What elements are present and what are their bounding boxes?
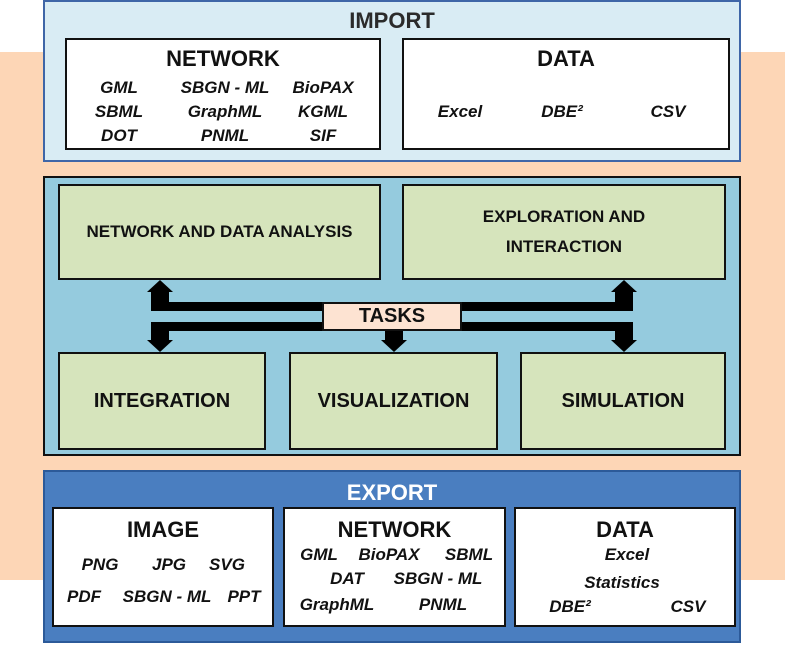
export-network-box: NETWORK GML BioPAX SBML DAT SBGN - ML Gr… xyxy=(283,507,506,627)
import-network-title: NETWORK xyxy=(166,46,280,71)
import-network-format: BioPAX xyxy=(292,78,354,97)
export-network-format: DAT xyxy=(330,569,364,588)
import-data-box: DATA Excel DBE² CSV xyxy=(402,38,730,150)
task-network-data-analysis: NETWORK AND DATA ANALYSIS xyxy=(58,184,381,280)
import-network-format: KGML xyxy=(297,102,349,121)
import-data-format: CSV xyxy=(650,102,686,121)
export-data-format: CSV xyxy=(670,597,706,616)
export-image-format: SBGN - ML xyxy=(122,587,212,606)
import-network-format: PNML xyxy=(200,126,250,145)
tasks-label: TASKS xyxy=(322,302,462,331)
export-panel: EXPORT IMAGE PNG JPG SVG PDF SBGN - ML P… xyxy=(43,470,741,643)
import-network-format: SIF xyxy=(309,126,337,145)
task-integration: INTEGRATION xyxy=(58,352,266,450)
task-simulation: SIMULATION xyxy=(520,352,726,450)
import-data-format: Excel xyxy=(437,102,483,121)
export-image-title: IMAGE xyxy=(126,517,200,542)
export-data-format: DBE² xyxy=(549,597,591,616)
export-image-box: IMAGE PNG JPG SVG PDF SBGN - ML PPT xyxy=(52,507,274,627)
import-network-format: GraphML xyxy=(187,102,263,121)
export-data-title: DATA xyxy=(596,517,654,542)
import-network-box: NETWORK GML SBGN - ML BioPAX SBML GraphM… xyxy=(65,38,381,150)
import-network-format: DOT xyxy=(101,126,137,145)
export-network-format: BioPAX xyxy=(358,545,420,564)
export-network-format: GML xyxy=(300,545,338,564)
task-exploration-interaction: EXPLORATION AND INTERACTION xyxy=(402,184,726,280)
export-data-box: DATA Excel Statistics DBE² CSV xyxy=(514,507,736,627)
export-image-format: PDF xyxy=(67,587,101,606)
import-network-format: SBML xyxy=(94,102,144,121)
export-network-format: PNML xyxy=(418,595,468,614)
task-visualization: VISUALIZATION xyxy=(289,352,498,450)
export-image-format: JPG xyxy=(151,555,187,574)
export-network-format: SBML xyxy=(444,545,494,564)
export-image-format: SVG xyxy=(209,555,245,574)
export-data-format: Statistics xyxy=(584,573,660,592)
export-title: EXPORT xyxy=(346,480,438,505)
export-data-format: Excel xyxy=(604,545,650,564)
export-network-title: NETWORK xyxy=(337,517,452,542)
import-panel: IMPORT NETWORK GML SBGN - ML BioPAX SBML… xyxy=(43,0,741,162)
export-network-format: SBGN - ML xyxy=(393,569,483,588)
import-title: IMPORT xyxy=(349,8,435,33)
import-data-format: DBE² xyxy=(541,102,583,121)
export-image-format: PPT xyxy=(227,587,261,606)
export-image-format: PNG xyxy=(81,555,119,574)
export-network-format: GraphML xyxy=(299,595,375,614)
import-network-format: GML xyxy=(100,78,138,97)
import-network-format: SBGN - ML xyxy=(180,78,270,97)
import-data-title: DATA xyxy=(537,46,595,71)
